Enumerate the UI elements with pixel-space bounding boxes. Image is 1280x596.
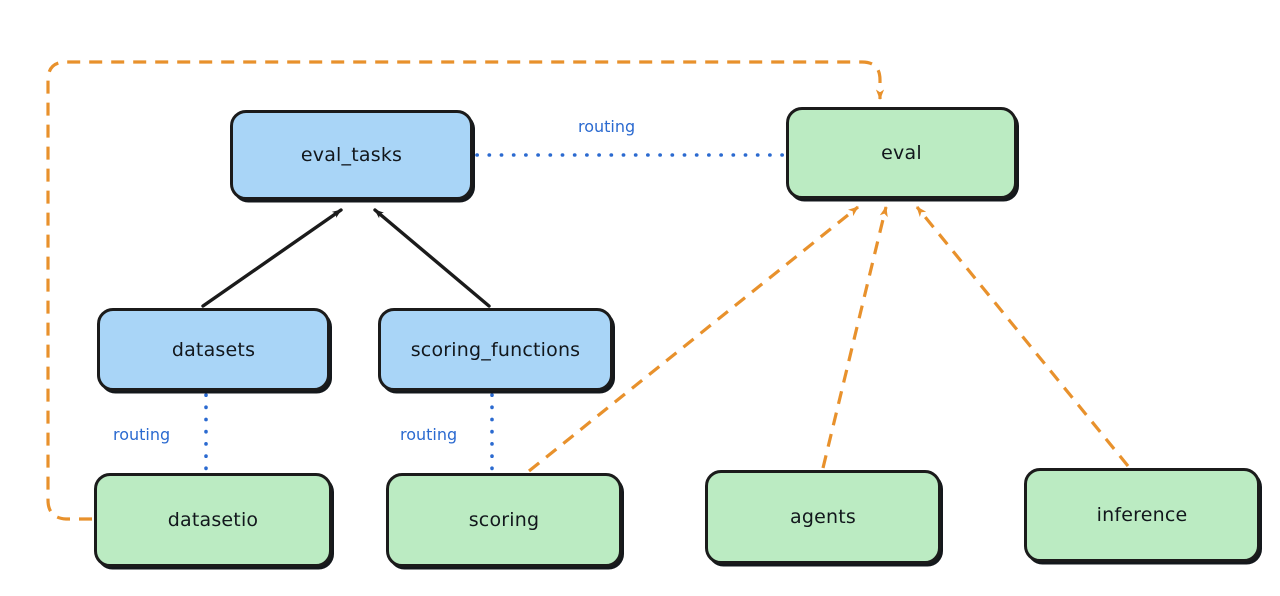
node-eval-tasks-label: eval_tasks — [300, 144, 403, 166]
node-datasetio-label: datasetio — [167, 509, 259, 531]
node-eval-tasks[interactable]: eval_tasks — [230, 110, 473, 200]
edge-scoring-functions-to-eval-tasks — [373, 208, 491, 308]
node-scoring-functions-label: scoring_functions — [410, 338, 581, 361]
edge-inference-to-eval — [915, 205, 1130, 468]
node-eval[interactable]: eval — [786, 107, 1017, 199]
node-agents-label: agents — [790, 506, 856, 528]
edge-datasets-to-eval-tasks — [201, 208, 343, 308]
node-inference-label: inference — [1096, 504, 1188, 526]
edge-label-routing-eval: routing — [578, 117, 636, 136]
edge-label-routing-datasetio: routing — [113, 425, 171, 444]
node-datasets[interactable]: datasets — [97, 308, 330, 391]
node-eval-label: eval — [881, 142, 922, 164]
edge-label-routing-scoring: routing — [400, 425, 458, 444]
node-inference[interactable]: inference — [1024, 468, 1260, 562]
node-datasets-label: datasets — [171, 338, 256, 361]
node-datasetio[interactable]: datasetio — [94, 473, 332, 567]
node-scoring-label: scoring — [468, 509, 540, 531]
node-scoring-functions[interactable]: scoring_functions — [378, 308, 613, 391]
edge-agents-to-eval — [821, 206, 888, 469]
node-scoring[interactable]: scoring — [386, 473, 622, 567]
node-agents[interactable]: agents — [705, 470, 941, 564]
